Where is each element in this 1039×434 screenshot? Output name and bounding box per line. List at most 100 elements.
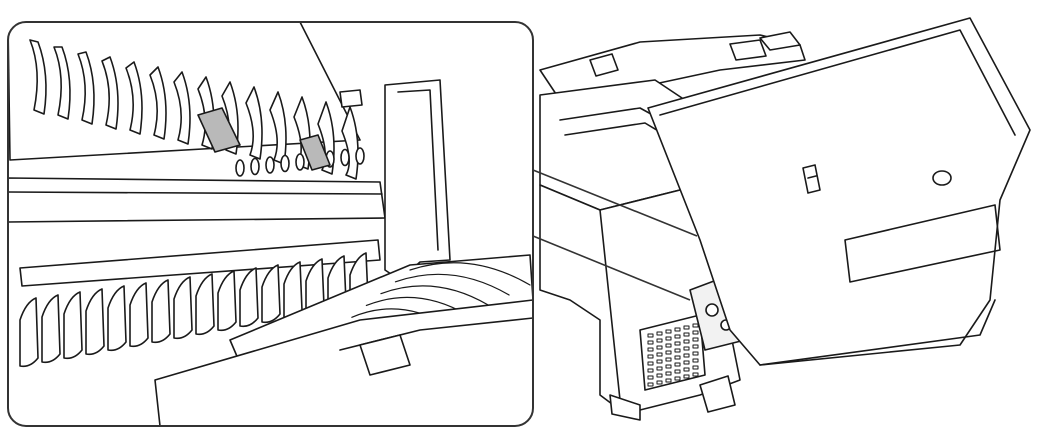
lower-paper-guides — [19, 252, 369, 368]
lower-guide-fin — [217, 270, 237, 332]
cover-latch — [802, 164, 821, 194]
vent-slot — [692, 344, 699, 349]
lower-guide-fin — [261, 264, 281, 324]
callout-lines — [532, 169, 698, 301]
vent-slot — [647, 354, 654, 359]
vent-slot — [665, 378, 672, 383]
upper-guide-fin — [53, 46, 71, 120]
vent-grille — [639, 314, 706, 391]
upper-guide-fin — [341, 106, 359, 180]
foot-right — [699, 375, 736, 413]
feed-wheel — [340, 148, 350, 167]
side-frame-inner — [397, 89, 439, 251]
lower-guide-fin — [63, 291, 83, 360]
vent-slot — [647, 375, 654, 380]
body-edge — [599, 209, 621, 401]
upper-guide-fin — [173, 71, 191, 145]
vent-slot — [665, 336, 672, 341]
vent-slot — [656, 380, 663, 385]
vent-slot — [692, 337, 699, 342]
vent-slot — [683, 325, 690, 330]
vent-slot — [674, 355, 681, 360]
lower-guide-fin — [129, 282, 149, 348]
lower-guide-fin — [151, 279, 171, 344]
vent-slot — [692, 365, 699, 370]
upper-guide-fin — [101, 56, 119, 130]
vent-slot — [692, 330, 699, 335]
vent-slot — [683, 332, 690, 337]
vent-slot — [674, 369, 681, 374]
roller-shaft-highlight — [8, 191, 383, 195]
vent-slot — [683, 353, 690, 358]
feed-wheel — [250, 157, 260, 176]
feed-wheel — [280, 154, 290, 173]
vent-slot — [656, 338, 663, 343]
vent-slot — [656, 352, 663, 357]
upper-guide-fin — [29, 39, 47, 115]
vent-slot — [683, 374, 690, 379]
vent-slot — [674, 327, 681, 332]
vent-slot — [647, 368, 654, 373]
vent-slot — [683, 346, 690, 351]
tray-rib — [409, 262, 531, 286]
upper-guide-fin — [77, 51, 95, 125]
lower-guide-fin — [173, 276, 193, 340]
lower-guide-fin — [41, 294, 61, 364]
feed-wheel — [295, 153, 305, 171]
feed-wheel — [265, 156, 275, 174]
zoom-detail-panel — [7, 21, 534, 427]
lower-guide-fin — [195, 273, 215, 336]
vent-slot — [665, 329, 672, 334]
lower-guide-fin — [19, 297, 39, 368]
zoom-frame — [7, 21, 534, 427]
vent-slot — [656, 359, 663, 364]
feed-wheel — [355, 147, 365, 165]
tray-extension — [759, 31, 801, 51]
vent-slot — [692, 358, 699, 363]
lower-knob — [359, 334, 411, 376]
upper-guide-fin — [149, 66, 167, 140]
tray-rib — [380, 285, 489, 306]
vent-slot — [683, 339, 690, 344]
vent-slot — [674, 362, 681, 367]
vent-slot — [647, 361, 654, 366]
vent-slot — [656, 331, 663, 336]
vent-slot — [683, 367, 690, 372]
vent-slot — [656, 366, 663, 371]
vent-slot — [665, 357, 672, 362]
vent-slot — [674, 334, 681, 339]
upper-paper-guides — [29, 39, 365, 180]
vent-slot — [674, 376, 681, 381]
tray-guide-right — [729, 39, 767, 61]
vent-slot — [665, 350, 672, 355]
cover-lower-lip — [759, 299, 996, 366]
vent-slot — [665, 343, 672, 348]
tray-guide-left — [589, 53, 619, 77]
lower-guide-fin — [239, 267, 259, 328]
vent-slot — [647, 382, 654, 387]
vent-slot — [656, 345, 663, 350]
vent-slot — [692, 372, 699, 377]
upper-guide-fin — [125, 61, 143, 135]
vent-slot — [692, 351, 699, 356]
vent-slot — [665, 364, 672, 369]
separation-pad-2 — [299, 134, 331, 171]
side-frame — [384, 79, 451, 281]
separation-pad — [197, 107, 241, 153]
vent-slot — [665, 371, 672, 376]
cover-panel — [844, 204, 1001, 283]
cover-button — [932, 170, 952, 186]
feed-wheel — [235, 159, 245, 177]
lower-housing — [154, 299, 533, 426]
scan-glass-strip — [19, 239, 381, 287]
upper-guide-fin — [245, 86, 263, 160]
side-bracket — [339, 89, 363, 108]
cover-inner-face — [659, 29, 1016, 136]
vent-slot — [683, 360, 690, 365]
lower-guide-fin — [107, 285, 127, 352]
roller-gear — [705, 303, 719, 317]
vent-slot — [674, 348, 681, 353]
vent-slot — [674, 341, 681, 346]
